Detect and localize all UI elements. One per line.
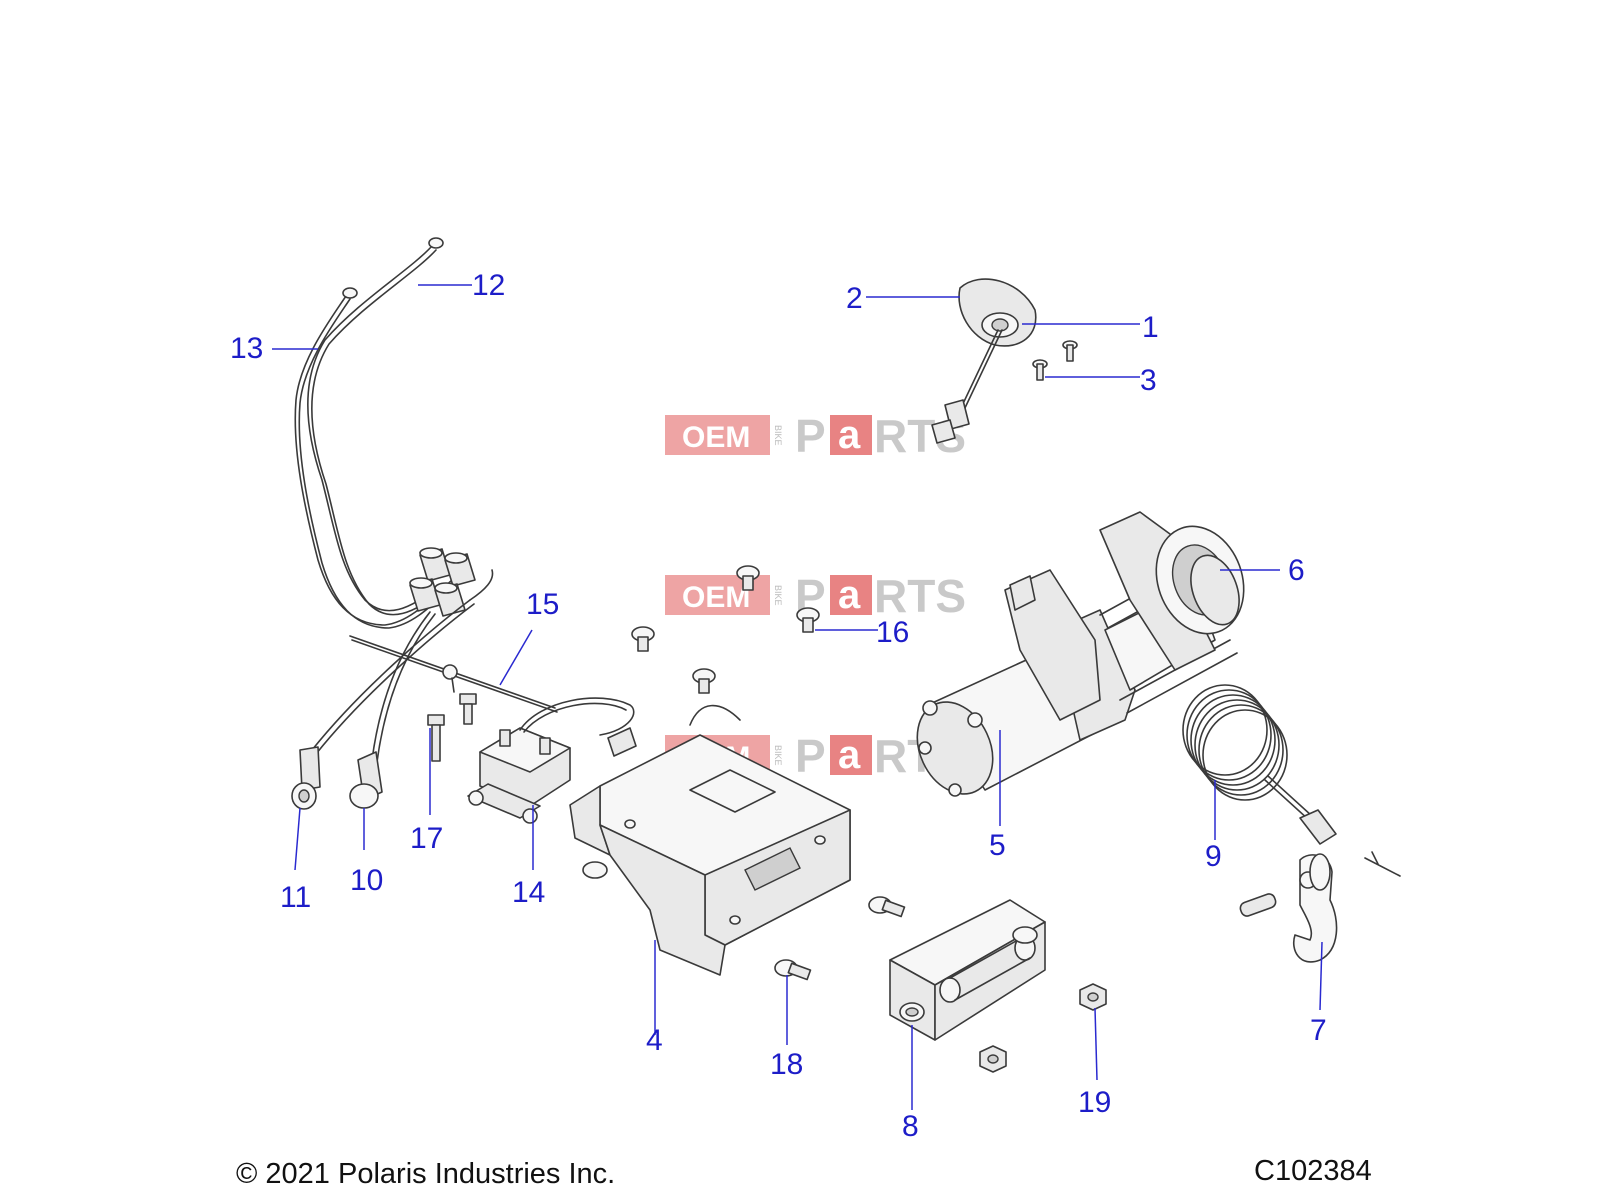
contactor-14 <box>467 697 637 824</box>
svg-text:OEM: OEM <box>682 421 750 454</box>
wire-rope-9 <box>1182 684 1337 845</box>
cable-terminal-10 <box>349 751 383 809</box>
svg-text:P: P <box>795 730 826 782</box>
copyright-text: © 2021 Polaris Industries Inc. <box>236 1158 615 1190</box>
bolts-near-fairlead <box>774 896 906 981</box>
winch-assembly-5-6 <box>916 511 1245 797</box>
callout-15: 15 <box>526 588 559 621</box>
battery-cables <box>294 237 494 763</box>
bolt-16 <box>631 565 820 694</box>
cable-tie-15 <box>349 635 558 713</box>
callout-8: 8 <box>902 1110 919 1143</box>
svg-text:a: a <box>838 573 861 617</box>
svg-text:P: P <box>795 410 826 462</box>
callout-10: 10 <box>350 864 383 897</box>
callout-labels: 1 2 3 4 5 6 7 8 9 10 11 12 13 14 15 16 1… <box>230 269 1327 1143</box>
bolt-17 <box>427 693 477 762</box>
hook-7 <box>1239 851 1401 963</box>
svg-text:a: a <box>838 413 861 457</box>
svg-text:OEM: OEM <box>682 581 750 614</box>
nuts-19 <box>979 983 1107 1073</box>
cable-terminal-11 <box>291 746 321 810</box>
svg-text:BIKE: BIKE <box>773 425 783 446</box>
callout-14: 14 <box>512 876 545 909</box>
callout-16: 16 <box>876 616 909 649</box>
roller-fairlead-8 <box>889 899 1046 1041</box>
callout-3: 3 <box>1140 364 1157 397</box>
callout-5: 5 <box>989 829 1006 862</box>
svg-text:BIKE: BIKE <box>773 745 783 766</box>
callout-17: 17 <box>410 822 443 855</box>
svg-text:a: a <box>838 733 861 777</box>
watermark-1: OEM BIKE P a RTS <box>665 410 966 462</box>
callout-9: 9 <box>1205 840 1222 873</box>
callout-12: 12 <box>472 269 505 302</box>
leader-lines <box>272 284 1323 1110</box>
rocker-switch-1-2 <box>931 278 1037 444</box>
callout-6: 6 <box>1288 554 1305 587</box>
callout-13: 13 <box>230 332 263 365</box>
callout-7: 7 <box>1310 1014 1327 1047</box>
callout-1: 1 <box>1142 311 1159 344</box>
callout-18: 18 <box>770 1048 803 1081</box>
diagram-code: C102384 <box>1254 1155 1372 1187</box>
callout-2: 2 <box>846 282 863 315</box>
callout-19: 19 <box>1078 1086 1111 1119</box>
callout-4: 4 <box>646 1024 663 1057</box>
svg-text:BIKE: BIKE <box>773 585 783 606</box>
callout-11: 11 <box>280 881 311 914</box>
svg-text:RTS: RTS <box>874 570 966 622</box>
mount-bracket-4 <box>569 704 851 976</box>
screws-3 <box>1032 340 1078 381</box>
